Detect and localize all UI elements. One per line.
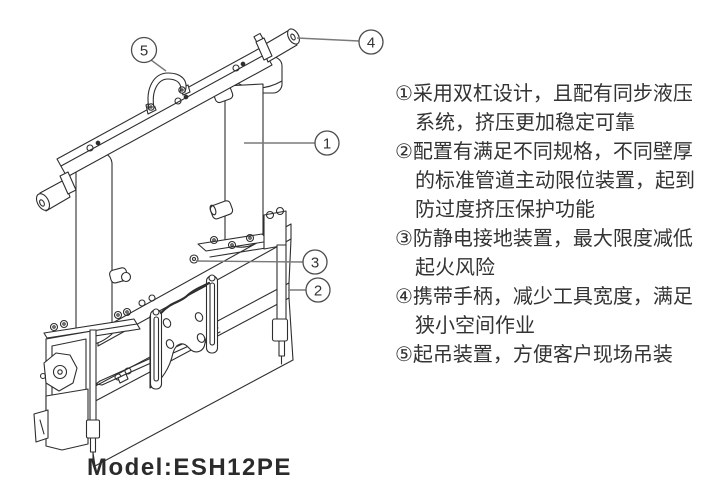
leader-line-4: [296, 37, 360, 42]
handle-left: [35, 171, 77, 212]
callout-3-label: 3: [311, 254, 319, 271]
callout-4: 4: [358, 29, 384, 55]
feature-line: ②配置有满足不同规格，不同壁厚: [395, 141, 693, 163]
feature-line: 系统，挤压更加稳定可靠: [415, 112, 635, 134]
feature-line: ④携带手柄，减少工具宽度，满足: [395, 286, 693, 308]
ground-bolt: [189, 254, 199, 264]
feature-line: 的标准管道主动限位装置，起到: [415, 170, 695, 192]
callout-1-label: 1: [323, 135, 331, 152]
callout-5-label: 5: [140, 42, 148, 59]
feature-line: 狭小空间作业: [415, 315, 535, 337]
callout-1: 1: [314, 130, 340, 156]
cylinder-left: [75, 151, 132, 346]
handle-right: [253, 28, 300, 63]
feature-line: ③防静电接地装置，最大限度减低: [395, 228, 693, 250]
callout-5: 5: [130, 36, 158, 64]
leader-line-3: [195, 260, 304, 263]
callouts: 5 4 1 3 2: [130, 29, 384, 303]
model-label: Model:ESH12PE: [87, 454, 292, 481]
jack-assembly: [33, 307, 141, 461]
machine-diagram: 5 4 1 3 2: [33, 28, 384, 467]
callout-3: 3: [302, 249, 328, 275]
feature-line: 起火风险: [415, 257, 495, 279]
lifting-bail: [145, 72, 191, 115]
limit-bar: [263, 206, 289, 365]
feature-line: 防过度挤压保护功能: [415, 199, 595, 221]
feature-line: ⑤起吊装置，方便客户现场吊装: [395, 344, 673, 366]
leader-line-5: [150, 59, 167, 72]
callout-2-label: 2: [314, 282, 322, 299]
feature-line: ①采用双杠设计，且配有同步液压: [395, 83, 693, 105]
callout-4-label: 4: [367, 34, 375, 51]
carrying-handle-bar: [35, 28, 300, 212]
grounding-wire: [159, 281, 211, 315]
callout-2: 2: [305, 277, 331, 303]
cylinder-right: [197, 56, 283, 258]
limit-plate: [149, 274, 219, 390]
feature-list: ①采用双杠设计，且配有同步液压 系统，挤压更加稳定可靠 ②配置有满足不同规格，不…: [395, 80, 706, 370]
